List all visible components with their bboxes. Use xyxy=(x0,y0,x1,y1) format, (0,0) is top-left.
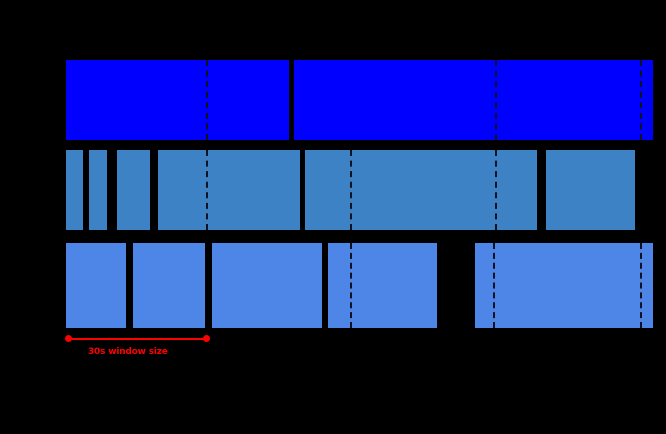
window-boundary-marker xyxy=(495,150,497,230)
annotation-bracket-line xyxy=(68,338,207,340)
timeline-row-2 xyxy=(0,150,666,230)
window-boundary-marker xyxy=(495,60,497,140)
timeline-segment[interactable] xyxy=(294,60,653,140)
timeline-row-3 xyxy=(0,243,666,328)
timeline-segment[interactable] xyxy=(66,150,83,230)
window-boundary-marker xyxy=(640,60,642,140)
timeline-segment[interactable] xyxy=(117,150,150,230)
timeline-segment[interactable] xyxy=(66,243,126,328)
window-boundary-marker xyxy=(206,150,208,230)
window-boundary-marker xyxy=(640,243,642,328)
window-boundary-marker xyxy=(206,60,208,140)
timeline-segment[interactable] xyxy=(133,243,205,328)
timeline-segment[interactable] xyxy=(475,243,653,328)
timeline-segment[interactable] xyxy=(328,243,437,328)
timeline-segment[interactable] xyxy=(89,150,107,230)
window-boundary-marker xyxy=(493,243,495,328)
window-boundary-marker xyxy=(350,150,352,230)
timeline-segment[interactable] xyxy=(212,243,322,328)
timeline-segment[interactable] xyxy=(546,150,635,230)
timeline-segment[interactable] xyxy=(305,150,537,230)
window-boundary-marker xyxy=(350,243,352,328)
timeline-segment[interactable] xyxy=(158,150,300,230)
annotation-endpoint-right-icon xyxy=(203,335,210,342)
timeline-row-1 xyxy=(0,60,666,140)
annotation-label: 30s window size xyxy=(88,347,168,357)
annotation-endpoint-left-icon xyxy=(65,335,72,342)
timeline-segment[interactable] xyxy=(66,60,289,140)
